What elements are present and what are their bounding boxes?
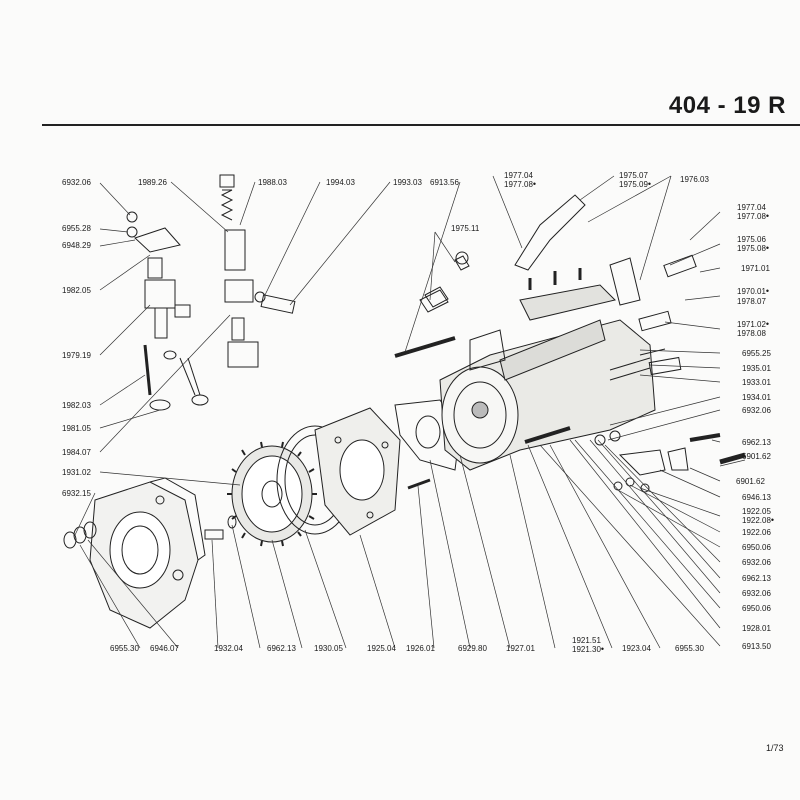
part-label: 1979.19 xyxy=(62,351,91,360)
part-label: 1976.03 xyxy=(680,175,709,184)
part-label: 6901.62 xyxy=(736,477,765,486)
side-bracket xyxy=(609,257,641,306)
part-label: 1922.05 xyxy=(742,507,771,516)
part-label: 1925.04 xyxy=(367,644,396,653)
part-label: 6955.30 xyxy=(675,644,704,653)
gear-bolt xyxy=(204,515,237,540)
top-fittings xyxy=(419,194,586,313)
part-label: 6950.06 xyxy=(742,543,771,552)
part-label: 1975.07 xyxy=(619,171,648,180)
page-number: 1/73 xyxy=(766,743,784,753)
part-label: 1982.03 xyxy=(62,401,91,410)
part-label: 6946.07 xyxy=(150,644,179,653)
part-label: 1977.04 xyxy=(504,171,533,180)
part-label: 6932.06 xyxy=(742,589,771,598)
drive-gear xyxy=(227,441,317,547)
part-label: 1975.06 xyxy=(737,235,766,244)
part-label: 1927.01 xyxy=(506,644,535,653)
part-label: 6950.06 xyxy=(742,604,771,613)
part-label: 1971.01 xyxy=(741,264,770,273)
part-label: 6913.50 xyxy=(742,642,771,651)
part-label: 1922.08• xyxy=(742,515,775,526)
part-label: 1978.08 xyxy=(737,329,766,338)
part-label: 1977.08• xyxy=(737,211,770,222)
part-label: 1935.01 xyxy=(742,364,771,373)
part-label: 1928.01 xyxy=(742,624,771,633)
part-label: 6913.56 xyxy=(430,178,459,187)
adapter-plate xyxy=(394,399,461,471)
part-label: 6929.80 xyxy=(458,644,487,653)
part-label: 1931.02 xyxy=(62,468,91,477)
part-label: 1923.04 xyxy=(622,644,651,653)
part-label: 1970.01• xyxy=(737,286,770,297)
part-label: 1922.06 xyxy=(742,528,771,537)
part-label: 6932.06 xyxy=(62,178,91,187)
injector-assembly xyxy=(126,211,209,411)
part-label: 1975.11 xyxy=(451,224,480,233)
part-label: 6955.30 xyxy=(110,644,139,653)
part-label: 6901.62 xyxy=(742,452,771,461)
part-label: 6948.29 xyxy=(62,241,91,250)
page-title: 404 - 19 R xyxy=(668,92,786,119)
part-label: 1932.04 xyxy=(214,644,243,653)
part-label: 1975.08• xyxy=(737,243,770,254)
part-label: 6962.13 xyxy=(742,438,771,447)
part-label: 6932.06 xyxy=(742,406,771,415)
part-label: 1989.26 xyxy=(138,178,167,187)
part-label: 1933.01 xyxy=(742,378,771,387)
part-label: 1975.09• xyxy=(619,179,652,190)
part-label: 6962.13 xyxy=(742,574,771,583)
part-label: 1977.08• xyxy=(504,179,537,190)
part-label: 1978.07 xyxy=(737,297,766,306)
header-rule xyxy=(42,124,800,126)
part-label: 1921.30• xyxy=(572,644,605,655)
part-label: 6962.13 xyxy=(267,644,296,653)
part-label: 1988.03 xyxy=(258,178,287,187)
part-label: 1926.01 xyxy=(406,644,435,653)
part-label: 1981.05 xyxy=(62,424,91,433)
part-label: 6955.25 xyxy=(742,349,771,358)
part-label: 6955.28 xyxy=(62,224,91,233)
long-bolt xyxy=(394,336,456,358)
part-label: 1994.03 xyxy=(326,178,355,187)
part-label: 1930.05 xyxy=(314,644,343,653)
washers xyxy=(524,426,650,493)
bracket-plates xyxy=(618,433,746,476)
part-label: 1982.05 xyxy=(62,286,91,295)
part-label: 6946.13 xyxy=(742,493,771,502)
part-label: 1934.01 xyxy=(742,393,771,402)
outlet-fittings xyxy=(638,254,697,376)
part-label: 1993.03 xyxy=(393,178,422,187)
housing-seals xyxy=(63,521,97,549)
flange-plate xyxy=(314,407,401,536)
part-label: 1977.04 xyxy=(737,203,766,212)
part-label: 1971.02• xyxy=(737,319,770,330)
part-label: 6932.15 xyxy=(62,489,91,498)
small-parts xyxy=(424,251,469,308)
pump-body xyxy=(439,268,666,471)
part-label: 1984.07 xyxy=(62,448,91,457)
part-label: 1921.51 xyxy=(572,636,601,645)
part-label: 6932.06 xyxy=(742,558,771,567)
valve-assembly xyxy=(219,174,296,368)
leader-lines xyxy=(74,175,746,649)
stud xyxy=(407,478,431,490)
drive-housing xyxy=(89,477,206,629)
